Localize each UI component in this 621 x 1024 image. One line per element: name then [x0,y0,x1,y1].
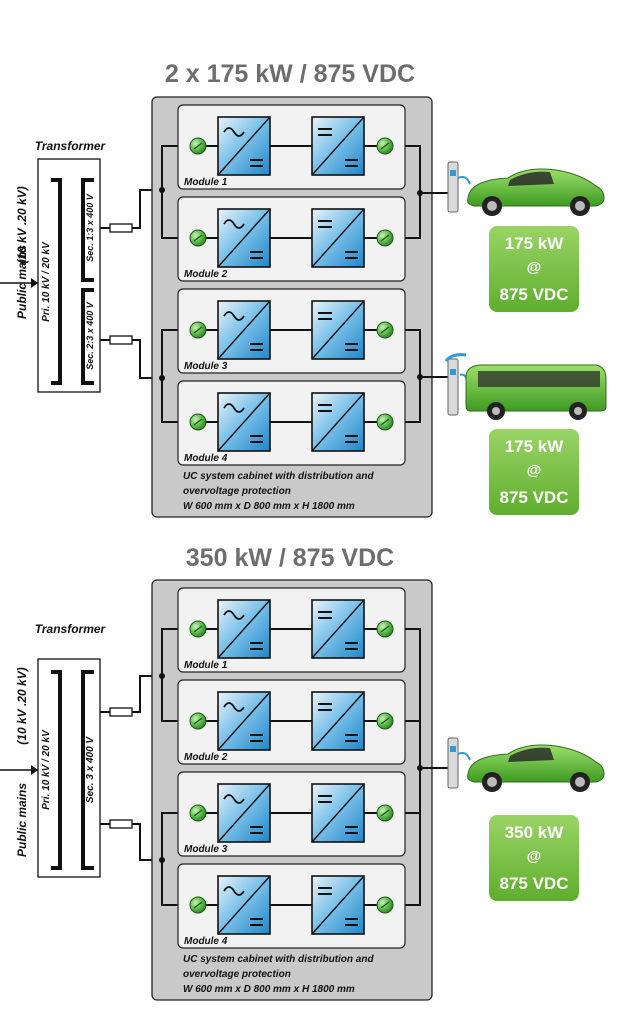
module-label: Module 4 [184,453,228,464]
ac-dc-converter-icon [217,691,271,751]
module-label: Module 1 [184,660,228,671]
badge-power: 350 kW [505,823,565,842]
module-label: Module 2 [184,269,228,280]
ac-dc-converter-icon [217,116,271,176]
ac-dc-converter-icon [217,392,271,452]
section-title: 350 kW / 875 VDC [186,544,394,572]
cabinet-note-line-3: W 600 mm x D 800 mm x H 1800 mm [183,501,355,512]
connector-node-icon [189,413,207,431]
transformer-secondary-2: Sec. 2:3 x 400 V [85,301,95,370]
fuse-icon [109,335,133,345]
cabinet-note-line-1: UC system cabinet with distribution and [183,471,374,482]
module-label: Module 4 [184,936,228,947]
ac-dc-converter-icon [217,783,271,843]
badge-at: @ [527,848,542,865]
transformer-box [37,158,101,393]
module-4: Module 4 [177,863,406,949]
module-3: Module 3 [177,771,406,857]
module-4: Module 4 [177,380,406,466]
cabinet-note-line-2: overvoltage protection [183,486,291,497]
badge-voltage: 875 VDC [500,874,569,893]
transformer-label: Transformer [35,139,107,153]
mains-label: Public mains [15,245,29,319]
mains-arrow-icon [31,765,38,775]
connector-node-icon [376,413,394,431]
connector-node-icon [376,712,394,730]
cabinet-note-line-2: overvoltage protection [183,969,291,980]
connector-node-icon [189,321,207,339]
section-1: 2 x 175 kW / 875 VDC Transformer Pri. 10… [0,60,607,518]
ac-dc-converter-icon [217,300,271,360]
mains-label: Public mains [15,783,29,857]
connector-node-icon [189,229,207,247]
badge-voltage: 875 VDC [500,285,569,304]
section-2: 350 kW / 875 VDC Transformer Pri. 10 kV … [0,544,605,1001]
module-1: Module 1 [177,104,406,190]
connector-node-icon [376,620,394,638]
output-badge-1: 350 kW @ 875 VDC [489,815,579,901]
connector-node-icon [376,229,394,247]
transformer-secondary-1: Sec. 1:3 x 400 V [85,193,95,262]
connector-node-icon [189,620,207,638]
connector-node-icon [376,137,394,155]
car-icon [447,161,605,216]
dc-dc-converter-icon [311,392,365,452]
ac-dc-converter-icon [217,875,271,935]
connector-node-icon [189,712,207,730]
transformer-secondary-1: Sec. 3 x 400 V [85,736,96,803]
dc-dc-converter-icon [311,300,365,360]
output-badge-1: 175 kW @ 875 VDC [489,226,579,312]
mains-voltage: (10 kV .20 kV) [15,667,29,744]
module-1: Module 1 [177,587,406,673]
connector-node-icon [376,321,394,339]
badge-voltage: 875 VDC [500,488,569,507]
connector-node-icon [189,896,207,914]
module-2: Module 2 [177,196,406,282]
car-icon [447,737,605,792]
module-3: Module 3 [177,288,406,374]
dc-dc-converter-icon [311,208,365,268]
module-label: Module 2 [184,752,228,763]
badge-power: 175 kW [505,234,565,253]
dc-dc-converter-icon [311,599,365,659]
connector-node-icon [189,137,207,155]
dc-dc-converter-icon [311,783,365,843]
module-2: Module 2 [177,679,406,765]
fuse-icon [109,819,133,829]
module-label: Module 3 [184,361,228,372]
module-label: Module 3 [184,844,228,855]
ac-dc-converter-icon [217,599,271,659]
connector-node-icon [189,804,207,822]
connector-node-icon [376,804,394,822]
badge-at: @ [527,259,542,276]
connector-node-icon [376,896,394,914]
dc-dc-converter-icon [311,875,365,935]
badge-at: @ [527,462,542,479]
output-badge-2: 175 kW @ 875 VDC [489,429,579,515]
fuse-icon [109,707,133,717]
section-title: 2 x 175 kW / 875 VDC [165,60,415,88]
badge-power: 175 kW [505,437,565,456]
mains-voltage: (10 kV .20 kV) [15,186,29,263]
mains-arrow-icon [31,278,38,288]
transformer-primary: Pri. 10 kV / 20 kV [41,241,52,322]
transformer-label: Transformer [35,622,107,636]
transformer-box [37,658,101,878]
dc-dc-converter-icon [311,116,365,176]
cabinet-note-line-3: W 600 mm x D 800 mm x H 1800 mm [183,984,355,995]
fuse-icon [109,223,133,233]
module-label: Module 1 [184,177,228,188]
cabinet-note-line-1: UC system cabinet with distribution and [183,954,374,965]
ac-dc-converter-icon [217,208,271,268]
transformer-primary: Pri. 10 kV / 20 kV [41,729,52,810]
bus-icon [444,353,607,420]
dc-dc-converter-icon [311,691,365,751]
